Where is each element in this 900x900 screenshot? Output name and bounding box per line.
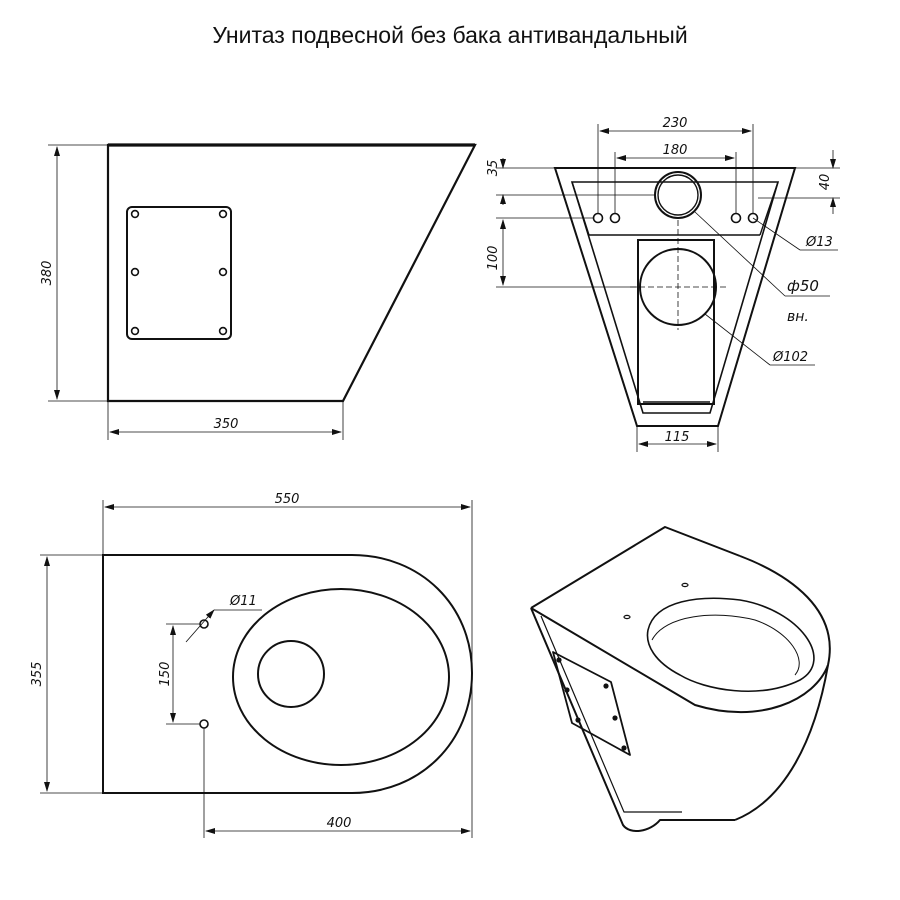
iso-top-rim — [739, 555, 831, 666]
panel-screw — [130, 326, 140, 336]
dim-label-355: 355 — [30, 662, 45, 687]
dim-label-230: 230 — [663, 116, 688, 131]
dim-label-350: 350 — [214, 417, 239, 432]
rear-view: 230 180 35 100 40 115 Ø13 — [486, 116, 840, 452]
dim-label-40: 40 — [818, 174, 833, 191]
access-panel — [126, 206, 232, 340]
iso-panel-screw — [621, 745, 627, 751]
inlet-pipe-outer — [654, 171, 702, 219]
rear-view-inner-frame — [570, 181, 780, 414]
inlet-pipe-inner — [657, 174, 699, 216]
dim-label-550: 550 — [275, 492, 300, 507]
dim-label-115: 115 — [665, 430, 690, 445]
dim-label-13: Ø13 — [805, 235, 833, 250]
rear-bracket-corner — [759, 181, 779, 236]
bolt-hole — [609, 212, 621, 224]
dim-label-100: 100 — [486, 246, 501, 271]
dim-label-35: 35 — [486, 160, 501, 177]
iso-hole — [681, 582, 689, 588]
leader-line-102 — [704, 313, 771, 366]
iso-inner-rim-lip — [651, 614, 800, 676]
mount-hole — [199, 719, 209, 729]
iso-top-edge-front — [530, 607, 829, 714]
iso-access-panel — [552, 651, 631, 756]
top-view: 550 355 150 Ø11 400 — [30, 492, 474, 838]
drain-hole — [257, 640, 325, 708]
panel-screw — [218, 267, 228, 277]
bowl-opening — [232, 588, 450, 766]
iso-panel-screw — [603, 683, 609, 689]
leader-line-11 — [185, 609, 215, 643]
iso-inner-side — [540, 615, 682, 813]
iso-panel-screw — [556, 657, 562, 663]
iso-back-edge — [530, 607, 735, 832]
dim-note-vn: вн. — [787, 309, 809, 325]
bolt-hole — [730, 212, 742, 224]
rear-bracket-corner — [571, 181, 590, 236]
panel-screw — [218, 326, 228, 336]
dim-label-180: 180 — [663, 143, 688, 158]
iso-body-curve — [734, 664, 829, 821]
dim-label-11: Ø11 — [229, 594, 257, 609]
iso-panel-screw — [575, 717, 581, 723]
iso-top-edge-back — [530, 526, 741, 609]
side-view: 380 350 — [40, 143, 477, 440]
drawing-title: Унитаз подвесной без бака антивандальный — [212, 22, 688, 48]
panel-screw — [130, 267, 140, 277]
iso-inner-rim — [646, 597, 815, 692]
panel-screw — [218, 209, 228, 219]
outlet-channel — [637, 239, 715, 405]
panel-screw — [130, 209, 140, 219]
dim-label-102: Ø102 — [772, 350, 808, 365]
iso-panel-screw — [612, 715, 618, 721]
leader-line-50 — [694, 211, 786, 297]
rear-view-outline — [553, 167, 797, 427]
isometric-view — [530, 526, 831, 832]
dim-label-50: ф50 — [787, 277, 819, 295]
dim-label-380: 380 — [40, 261, 55, 286]
leader-line-13 — [752, 217, 801, 251]
iso-panel-screw — [564, 687, 570, 693]
dim-label-150: 150 — [158, 662, 173, 687]
dim-label-400: 400 — [327, 816, 352, 831]
bolt-hole — [592, 212, 604, 224]
side-view-outline — [106, 143, 477, 403]
iso-hole — [623, 614, 631, 620]
